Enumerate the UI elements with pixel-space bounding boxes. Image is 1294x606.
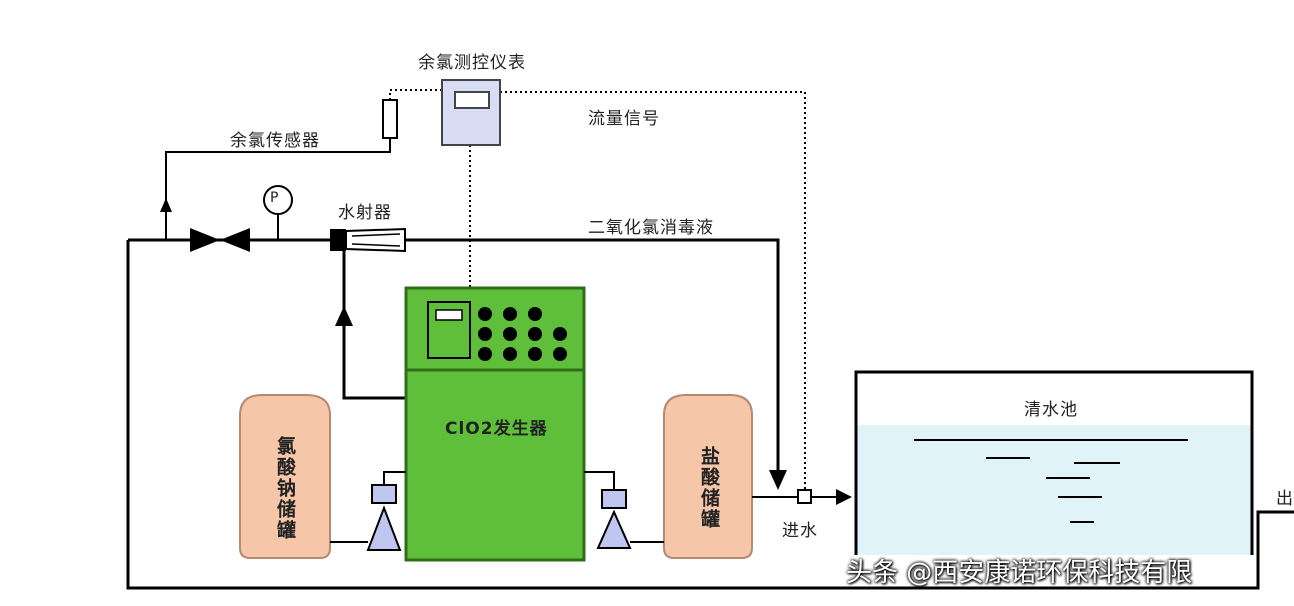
ejector-cone xyxy=(345,227,406,253)
pressure-gauge xyxy=(263,185,293,215)
pool-label: 清水池 xyxy=(1024,400,1078,420)
controller-label: 余氯测控仪表 xyxy=(418,53,526,73)
disinfectant-pipe xyxy=(405,238,780,478)
flow-signal-label: 流量信号 xyxy=(588,109,660,129)
acid-tank xyxy=(663,394,753,559)
chlorate-tank xyxy=(239,394,331,559)
sensor-label: 余氯传感器 xyxy=(230,131,320,151)
pool-wall xyxy=(854,370,1254,555)
check-valve xyxy=(190,228,250,252)
disinfectant-label: 二氧化氯消毒液 xyxy=(588,218,714,238)
inlet-label: 进水 xyxy=(782,521,818,541)
acid-tank-label: 盐酸储罐 xyxy=(698,446,720,530)
acid-pipe xyxy=(584,471,615,490)
ejector-body xyxy=(330,229,346,251)
pool-wave-lines xyxy=(914,439,1188,523)
disinfectant-arrow xyxy=(769,470,787,490)
acid-pump-base xyxy=(596,509,632,549)
sensor-body xyxy=(382,99,398,139)
ejector-stripes xyxy=(351,233,401,247)
generator-label: ClO2发生器 xyxy=(445,419,548,439)
pool-water xyxy=(856,425,1252,555)
watermark: 头条 @西安康诺环保科技有限 xyxy=(846,558,1193,588)
controller-box xyxy=(441,79,501,146)
inlet-arrow xyxy=(836,489,852,505)
inlet-valve xyxy=(797,489,812,504)
acid-pump-head xyxy=(601,489,627,509)
ejector-label: 水射器 xyxy=(338,203,392,223)
signal-line-flow xyxy=(500,91,806,490)
generator-feed-pipe xyxy=(342,251,406,400)
feed-arrow xyxy=(335,306,353,326)
chlorate-tank-label: 氯酸钠储罐 xyxy=(274,436,296,541)
chlorate-pump-pipe xyxy=(383,471,406,485)
sensor-line xyxy=(165,138,391,240)
return-pipe xyxy=(126,240,1294,590)
generator-body xyxy=(404,368,586,562)
signal-line-sensor xyxy=(389,89,442,100)
generator-screen-inner xyxy=(435,309,463,321)
outlet-label: 出 xyxy=(1276,489,1294,509)
chlorate-pump-base xyxy=(366,505,402,551)
sensor-arrow xyxy=(160,198,172,212)
generator-knobs xyxy=(478,307,567,361)
gauge-label: P xyxy=(270,190,280,206)
controller-screen xyxy=(454,91,490,109)
chlorate-pump-head xyxy=(371,484,397,504)
